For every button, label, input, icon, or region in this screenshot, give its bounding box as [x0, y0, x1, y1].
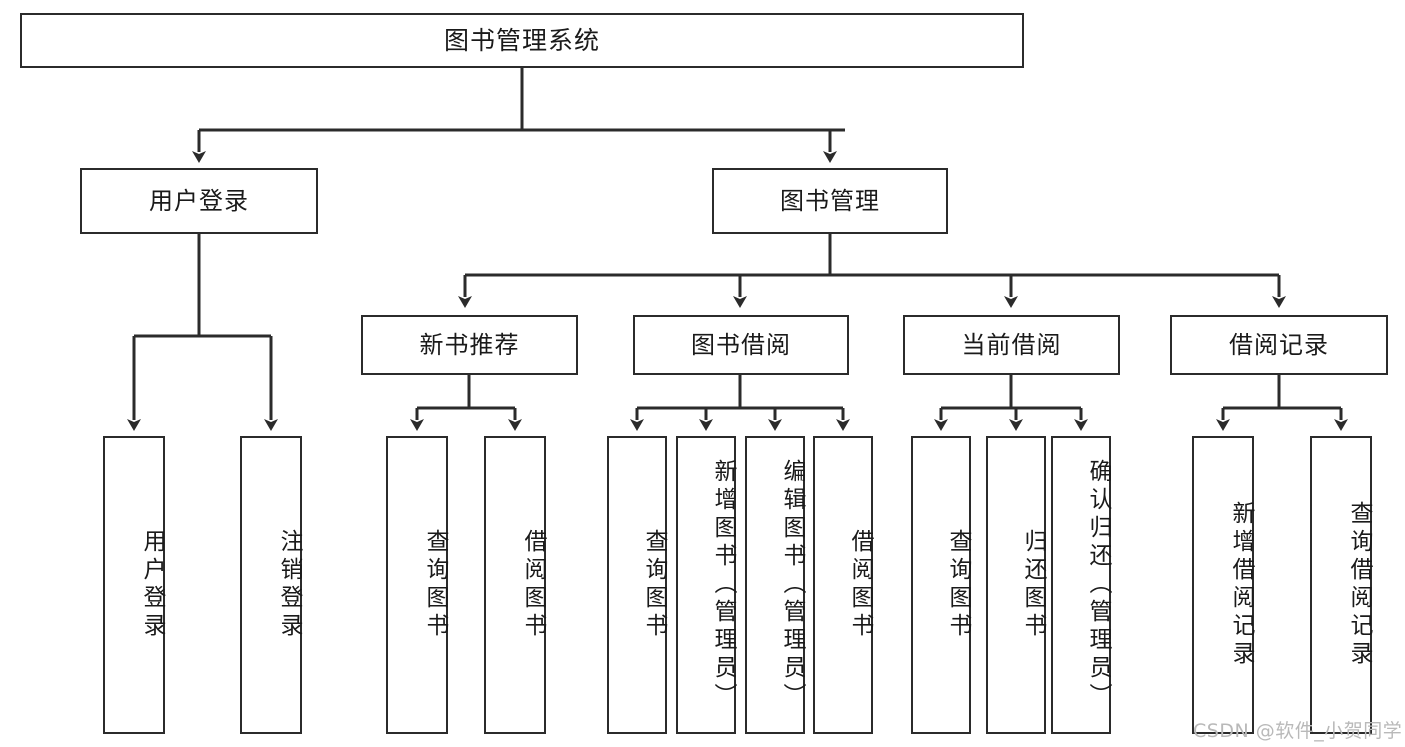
node-label: 查询图书 [422, 529, 448, 641]
node-label: 确认归还（管理员） [1085, 459, 1111, 711]
node-label: 图书借阅 [691, 330, 791, 359]
node-new-book-recommend[interactable]: 新书推荐 [361, 315, 578, 375]
node-root-system[interactable]: 图书管理系统 [20, 13, 1024, 68]
node-label: 查询图书 [641, 529, 667, 641]
node-label: 借阅图书 [520, 529, 546, 641]
node-label: 借阅图书 [847, 529, 873, 641]
node-label: 图书管理 [780, 186, 880, 215]
node-borrow-record[interactable]: 借阅记录 [1170, 315, 1388, 375]
node-label: 注销登录 [276, 529, 302, 641]
node-label: 用户登录 [139, 529, 165, 641]
node-leaf-logout[interactable]: 注销登录 [240, 436, 302, 734]
node-leaf-add-book[interactable]: 新增图书（管理员） [676, 436, 736, 734]
node-label: 当前借阅 [961, 330, 1062, 359]
node-label: 归还图书 [1020, 529, 1046, 641]
node-label: 查询借阅记录 [1346, 501, 1372, 669]
node-leaf-borrow-book-2[interactable]: 借阅图书 [813, 436, 873, 734]
node-leaf-query-book-2[interactable]: 查询图书 [607, 436, 667, 734]
node-leaf-query-book-1[interactable]: 查询图书 [386, 436, 448, 734]
node-label: 图书管理系统 [443, 25, 600, 55]
node-label: 查询图书 [945, 529, 971, 641]
node-leaf-edit-book[interactable]: 编辑图书（管理员） [745, 436, 805, 734]
node-leaf-return-book[interactable]: 归还图书 [986, 436, 1046, 734]
node-leaf-borrow-book-1[interactable]: 借阅图书 [484, 436, 546, 734]
node-user-login[interactable]: 用户登录 [80, 168, 318, 234]
node-leaf-query-book-3[interactable]: 查询图书 [911, 436, 971, 734]
node-leaf-confirm-return[interactable]: 确认归还（管理员） [1051, 436, 1111, 734]
node-leaf-user-login[interactable]: 用户登录 [103, 436, 165, 734]
csdn-watermark: CSDN @软件_小贺同学 [1193, 720, 1403, 742]
node-book-borrow[interactable]: 图书借阅 [633, 315, 849, 375]
node-label: 新增图书（管理员） [710, 459, 736, 711]
node-current-borrow[interactable]: 当前借阅 [903, 315, 1120, 375]
node-label: 编辑图书（管理员） [779, 459, 805, 711]
node-label: 新书推荐 [419, 330, 520, 359]
node-label: 用户登录 [149, 186, 249, 215]
node-book-manage[interactable]: 图书管理 [712, 168, 948, 234]
node-label: 新增借阅记录 [1228, 501, 1254, 669]
node-leaf-query-borrow-record[interactable]: 查询借阅记录 [1310, 436, 1372, 734]
node-label: 借阅记录 [1229, 330, 1329, 359]
node-leaf-add-borrow-record[interactable]: 新增借阅记录 [1192, 436, 1254, 734]
